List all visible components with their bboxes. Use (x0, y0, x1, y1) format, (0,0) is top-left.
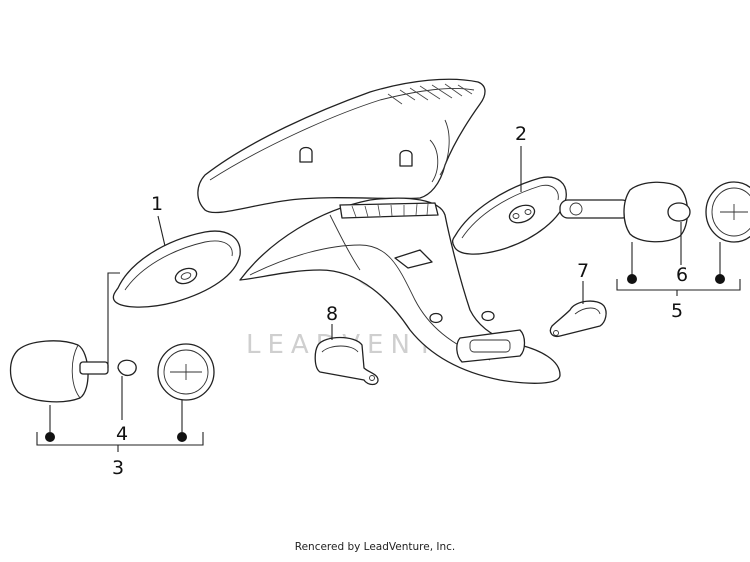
callout-7: 7 (577, 260, 589, 282)
callout-4: 4 (116, 423, 128, 445)
left-lens-part (112, 230, 241, 308)
callout-6: 6 (676, 264, 688, 286)
left-indicator-assembly (9, 340, 215, 403)
dot-marker (627, 274, 637, 284)
rear-fender-part (197, 78, 561, 384)
callout-3: 3 (112, 457, 124, 479)
callout-1: 1 (151, 193, 163, 215)
right-lens-part (451, 176, 567, 255)
dot-marker (177, 432, 187, 442)
dot-marker (45, 432, 55, 442)
callout-2: 2 (515, 123, 527, 145)
right-indicator-assembly (559, 181, 750, 243)
callout-8: 8 (326, 303, 338, 325)
leader-lines (36, 146, 741, 452)
footer-credit: Rencered by LeadVenture, Inc. (294, 541, 456, 553)
callout-dots (45, 274, 725, 442)
callout-5: 5 (671, 300, 683, 322)
bracket-7-part (549, 300, 607, 338)
dot-marker (715, 274, 725, 284)
bracket-8-part (314, 336, 379, 386)
